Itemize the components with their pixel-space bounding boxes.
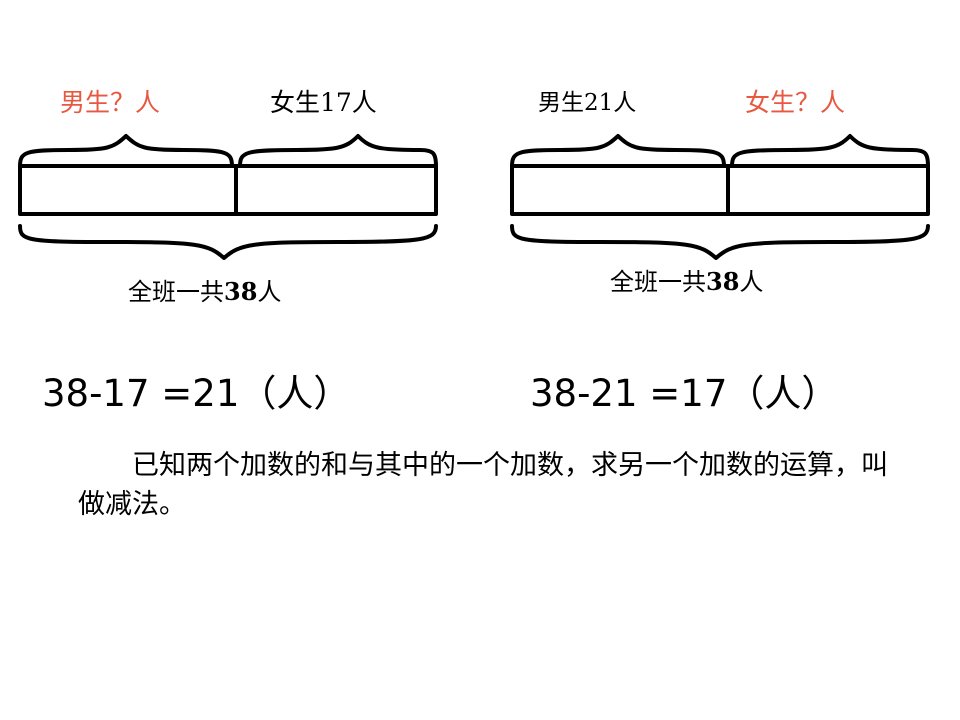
label-boys-right: 男生21人 (538, 90, 637, 116)
total-suffix-left: 人 (257, 278, 282, 306)
total-suffix-right: 人 (739, 268, 764, 296)
bar-diagram-left: 男生？人 女生17人 全班一共38人 (8, 80, 448, 320)
bar-diagram-right: 男生21人 女生？人 全班一共38人 (500, 80, 940, 320)
label-boys-left: 男生？人 (60, 88, 161, 117)
equation-left: 38-17 =21（人） (42, 372, 351, 415)
label-girls-left: 女生17人 (270, 88, 377, 117)
total-prefix-left: 全班一共 (128, 278, 224, 306)
bar-model-graphic-left (18, 134, 438, 260)
conclusion-text: 已知两个加数的和与其中的一个加数，求另一个加数的运算，叫做减法。 (78, 450, 888, 521)
total-label-right: 全班一共38人 (610, 262, 763, 297)
equation-right: 38-21 =17（人） (530, 372, 839, 415)
total-number-left: 38 (224, 277, 258, 306)
label-girls-right: 女生？人 (745, 88, 846, 117)
total-prefix-right: 全班一共 (610, 268, 706, 296)
bar-model-graphic-right (510, 134, 930, 260)
total-label-left: 全班一共38人 (128, 272, 281, 307)
total-number-right: 38 (706, 267, 740, 296)
